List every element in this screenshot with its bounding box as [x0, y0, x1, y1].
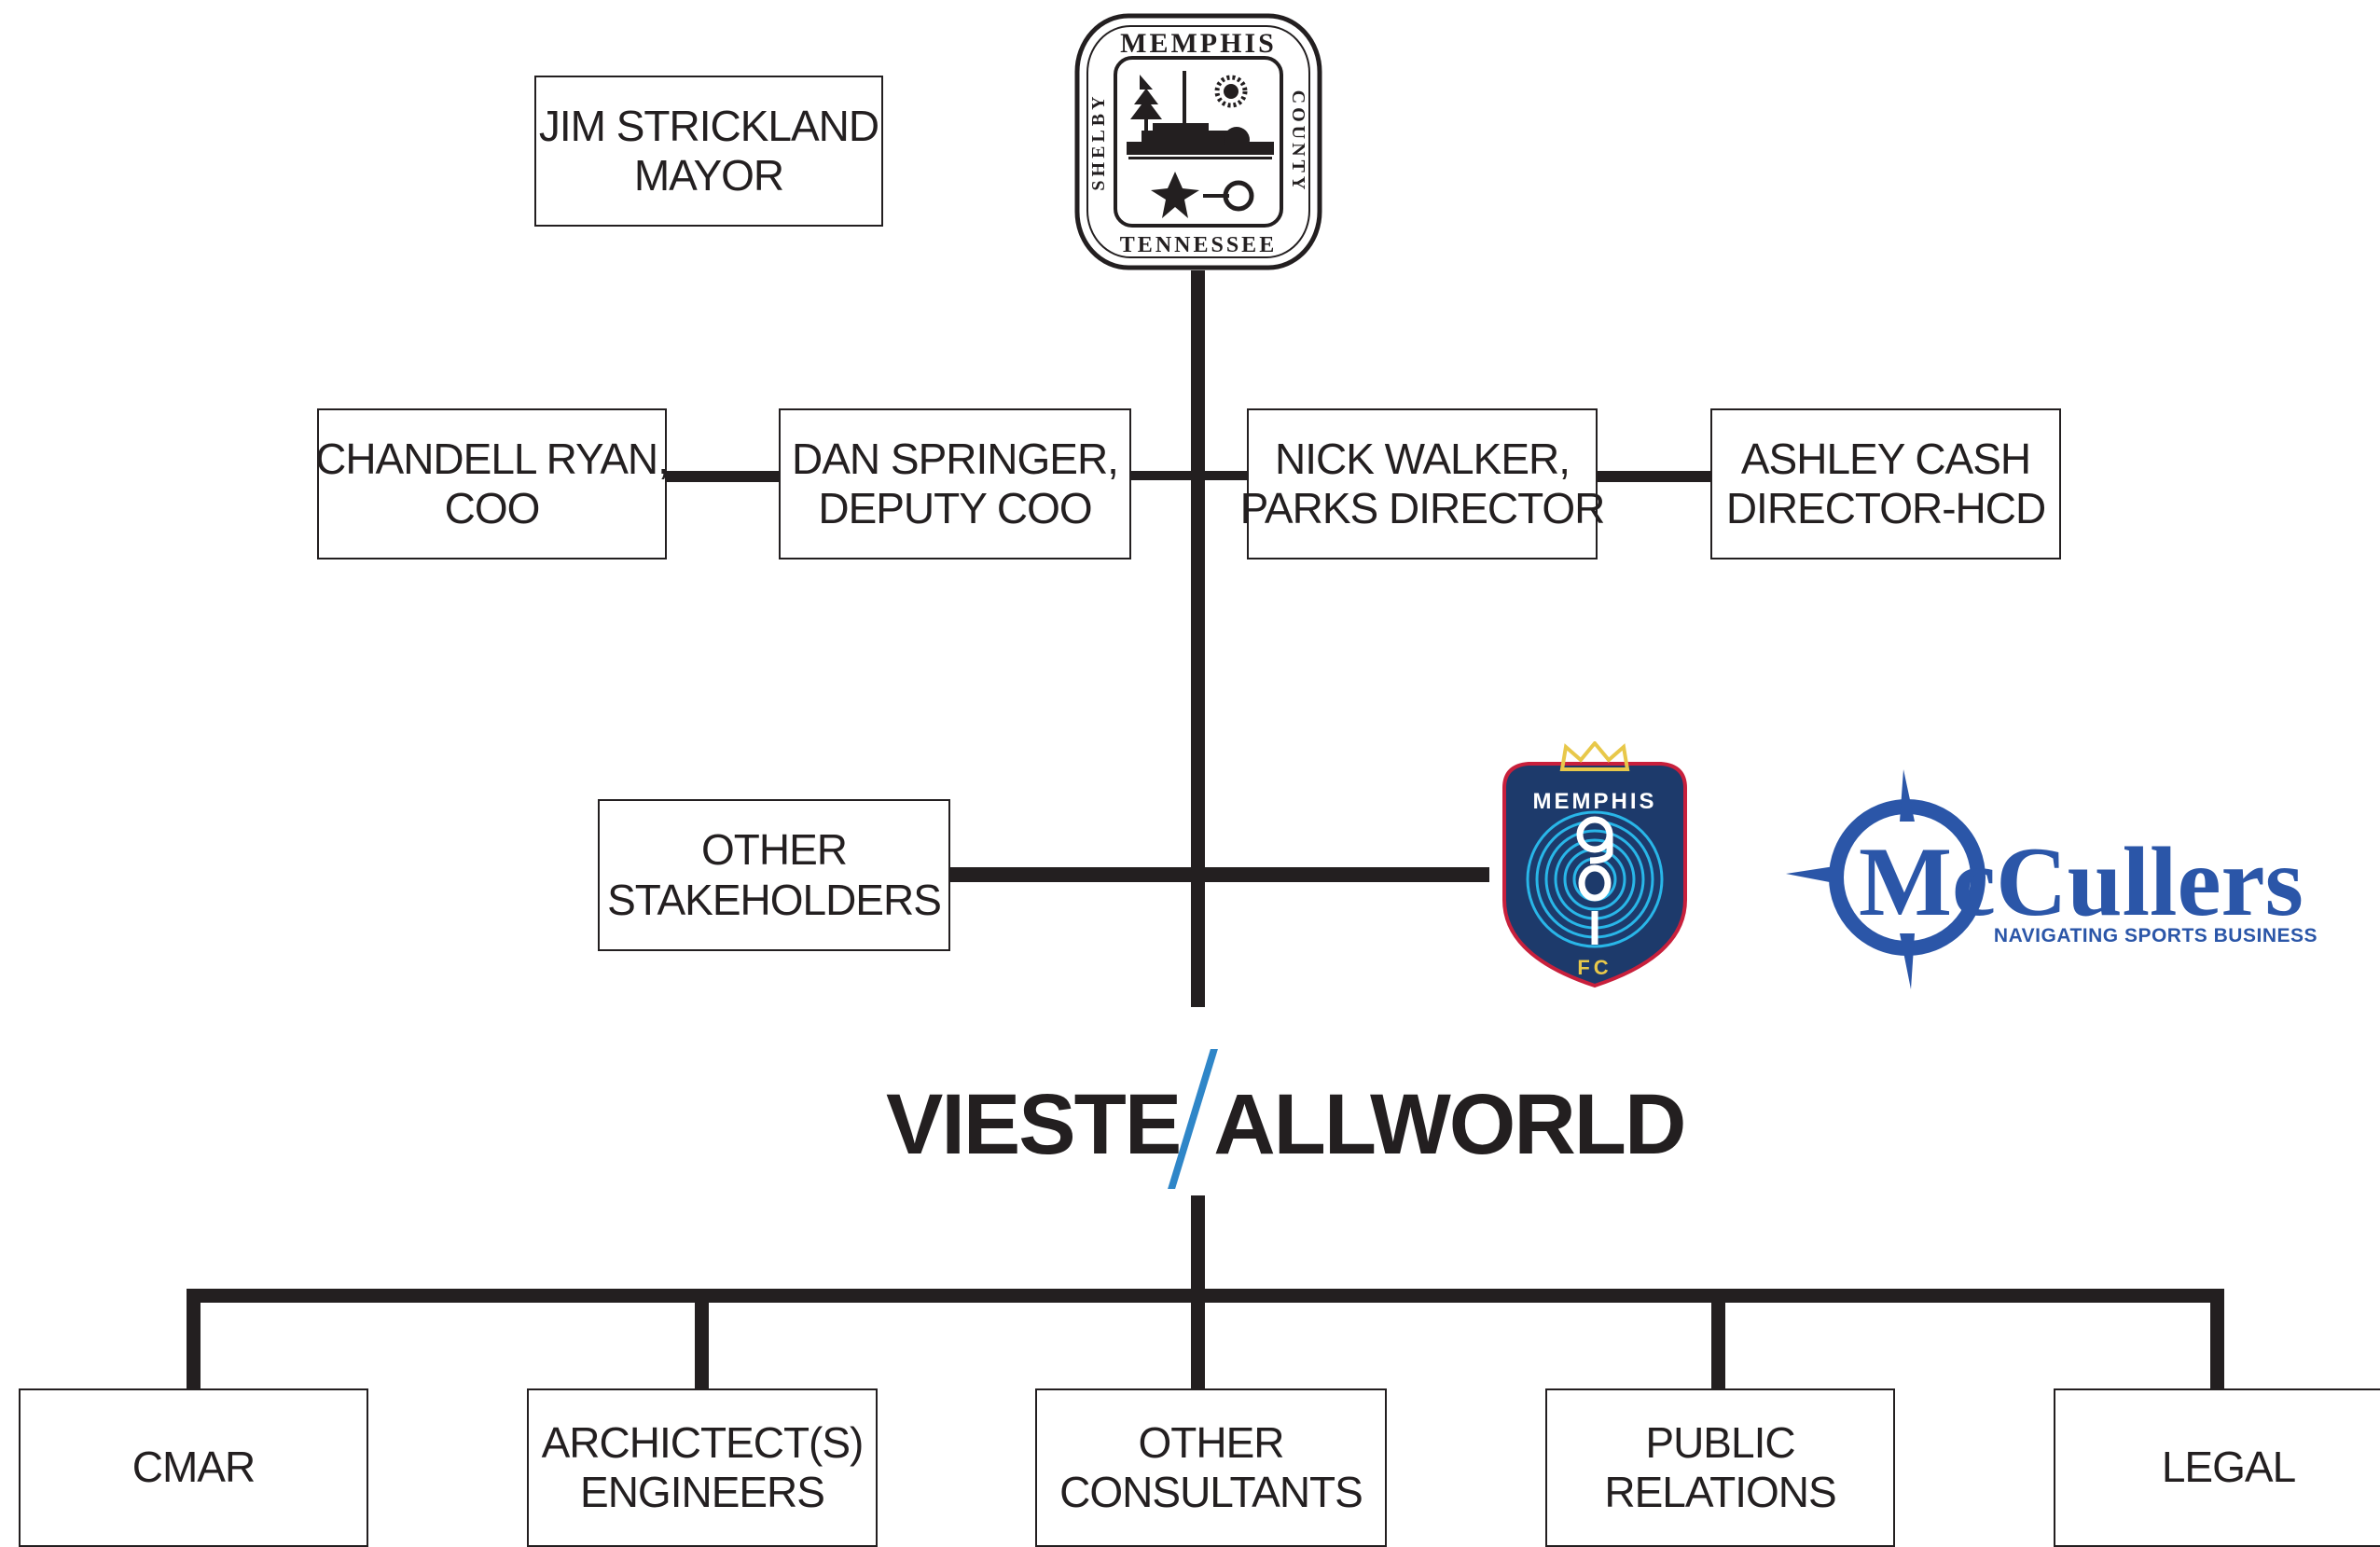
seal-moon-icon [1203, 180, 1254, 212]
seal-left-text: SHELBY [1088, 92, 1109, 190]
seal-cotton-icon [1151, 172, 1199, 218]
seal-steamboat-icon [1127, 123, 1274, 159]
other-stakeholders-line1: OTHER [701, 825, 848, 875]
hcd-director-title: DIRECTOR-HCD [1725, 484, 2046, 532]
main-trunk-line [1191, 270, 1205, 1007]
cmar-label: CMAR [131, 1443, 256, 1492]
drop-line-pr [1711, 1289, 1725, 1389]
legal-label: LEGAL [2161, 1443, 2296, 1492]
parks-hcd-connector [1598, 471, 1711, 482]
bottom-bus-line [187, 1289, 2224, 1303]
allworld-wordmark: ALLWORLD [1213, 1077, 1686, 1172]
coo-name: CHANDELL RYAN, [315, 434, 670, 483]
memphis-901-fc-crest: MEMPHIS FC [1502, 741, 1687, 988]
public-relations-line2: RELATIONS [1604, 1468, 1836, 1516]
other-stakeholders-line2: STAKEHOLDERS [607, 875, 942, 924]
other-consultants-line1: OTHER [1138, 1417, 1285, 1467]
hcd-director-name: ASHLEY CASH [1740, 434, 2031, 483]
drop-line-cmar [187, 1289, 201, 1389]
mccullers-wordmark: McCullers [1859, 827, 2304, 936]
coo-deputy-connector [667, 471, 781, 482]
stakeholders-connector [950, 867, 1489, 882]
deputy-coo-title: DEPUTY COO [818, 484, 1092, 532]
crest-bottom-text: FC [1577, 956, 1612, 979]
architects-line1: ARCHICTECT(S) [541, 1417, 865, 1467]
other-stakeholders-box: OTHER STAKEHOLDERS [598, 799, 950, 951]
mayor-name: JIM STRICKLAND [538, 101, 879, 150]
mccullers-logo: McCullers NAVIGATING SPORTS BUSINESS [1786, 769, 2318, 989]
seal-tree-icon [1130, 75, 1162, 138]
seal-sun-icon [1214, 75, 1248, 108]
deputy-coo-name: DAN SPRINGER, [792, 434, 1119, 483]
public-relations-box: PUBLIC RELATIONS [1545, 1388, 1895, 1547]
mayor-title: MAYOR [633, 151, 784, 200]
deputy-coo-box: DAN SPRINGER, DEPUTY COO [779, 408, 1131, 559]
parks-director-name: NICK WALKER, [1274, 434, 1571, 483]
mayor-box: JIM STRICKLAND MAYOR [534, 76, 883, 227]
seal-right-text: COUNTY [1288, 90, 1308, 194]
compass-icon [1786, 769, 1986, 989]
coo-title: COO [444, 484, 541, 532]
vieste-wordmark: VIESTE [886, 1077, 1182, 1172]
hcd-director-box: ASHLEY CASH DIRECTOR-HCD [1710, 408, 2061, 559]
parks-director-box: NICK WALKER, PARKS DIRECTOR [1240, 408, 1605, 559]
public-relations-line1: PUBLIC [1645, 1417, 1795, 1467]
crown-icon [1559, 741, 1630, 771]
architects-line2: ENGINEERS [580, 1468, 825, 1516]
parks-director-title: PARKS DIRECTOR [1239, 484, 1606, 532]
trunk-parks-connector [1205, 471, 1248, 480]
coo-box: CHANDELL RYAN, COO [315, 408, 670, 559]
other-consultants-line2: CONSULTANTS [1059, 1468, 1363, 1516]
seal-bottom-text: TENNESSEE [1120, 233, 1277, 257]
drop-line-architects [695, 1289, 709, 1389]
deputy-trunk-connector [1131, 471, 1191, 480]
seal-mast-icon [1183, 71, 1186, 132]
drop-line-legal [2210, 1289, 2224, 1389]
number-901-icon [1576, 816, 1613, 945]
seal-top-text: MEMPHIS [1120, 28, 1277, 59]
architects-box: ARCHICTECT(S) ENGINEERS [527, 1388, 878, 1547]
legal-box: LEGAL [2054, 1388, 2380, 1547]
memphis-shelby-county-seal: MEMPHIS TENNESSEE SHELBY COUNTY [1074, 13, 1322, 270]
mccullers-tagline: NAVIGATING SPORTS BUSINESS [1994, 925, 2318, 946]
vieste-allworld-logo: VIESTE ALLWORLD [886, 1049, 1686, 1189]
other-consultants-box: OTHER CONSULTANTS [1035, 1388, 1387, 1547]
cmar-box: CMAR [19, 1388, 368, 1547]
crest-top-text: MEMPHIS [1532, 789, 1656, 814]
